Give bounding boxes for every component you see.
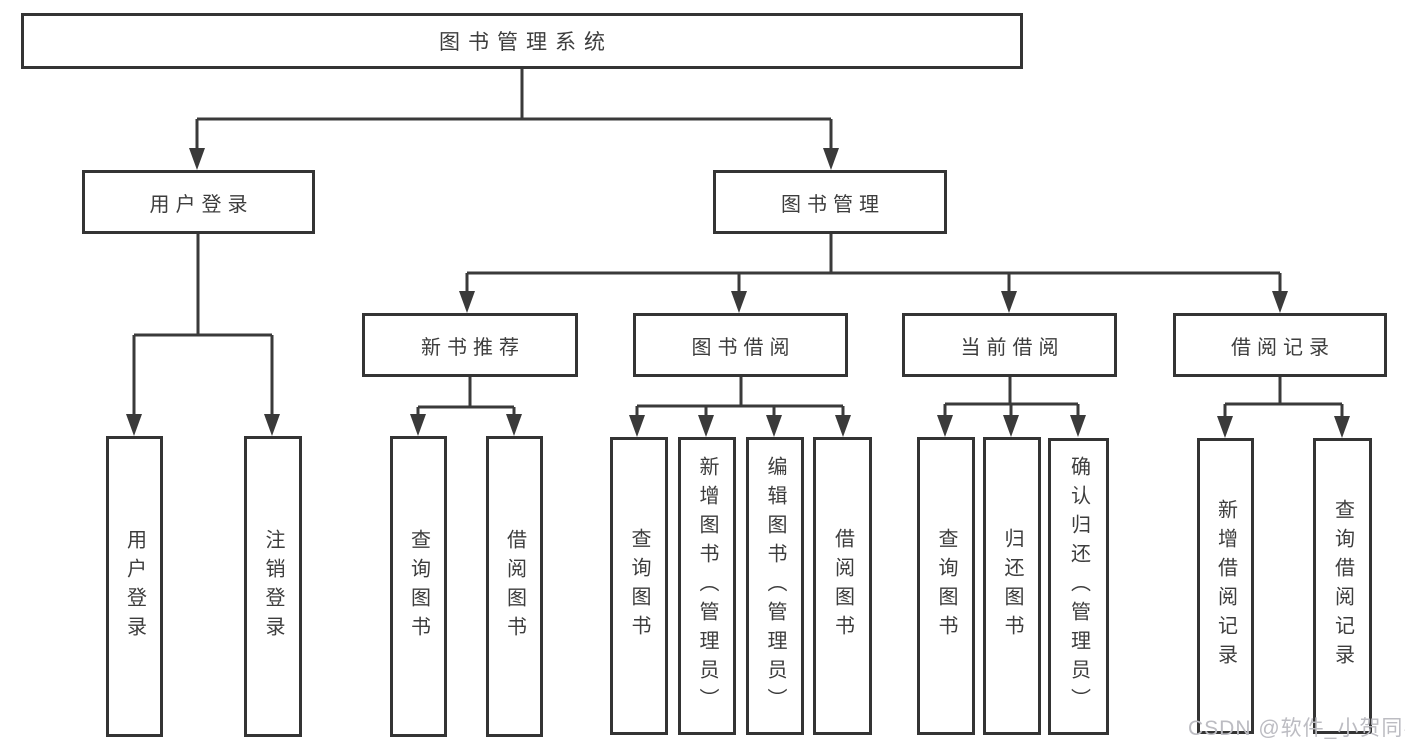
leaf-edit-book-admin: 编辑图书（管理员） <box>746 437 804 735</box>
node-book-borrowing: 图书借阅 <box>633 313 848 377</box>
leaf-query-books-recommend: 查询图书 <box>390 436 447 737</box>
tree-edges <box>132 69 1344 420</box>
node-user-login: 用户登录 <box>82 170 315 234</box>
leaf-add-borrow-record: 新增借阅记录 <box>1197 438 1254 734</box>
node-library-system: 图书管理系统 <box>21 13 1023 69</box>
node-current-borrowing: 当前借阅 <box>902 313 1117 377</box>
leaf-add-book-admin: 新增图书（管理员） <box>678 437 736 735</box>
leaf-query-books-borrowing: 查询图书 <box>610 437 668 735</box>
arrowheads <box>126 148 1350 438</box>
leaf-borrow-books-borrowing: 借阅图书 <box>813 437 872 735</box>
leaf-return-books: 归还图书 <box>983 437 1041 735</box>
leaf-borrow-books-recommend: 借阅图书 <box>486 436 543 737</box>
leaf-logout: 注销登录 <box>244 436 302 737</box>
leaf-user-login: 用户登录 <box>106 436 163 737</box>
node-borrowing-records: 借阅记录 <box>1173 313 1387 377</box>
node-book-management: 图书管理 <box>713 170 947 234</box>
watermark: CSDN @软件_小贺同学 <box>1188 717 1405 740</box>
leaf-confirm-return-admin: 确认归还（管理员） <box>1048 438 1109 735</box>
node-new-book-recommendation: 新书推荐 <box>362 313 578 377</box>
leaf-query-borrow-record: 查询借阅记录 <box>1313 438 1372 734</box>
leaf-query-books-current: 查询图书 <box>917 437 975 735</box>
